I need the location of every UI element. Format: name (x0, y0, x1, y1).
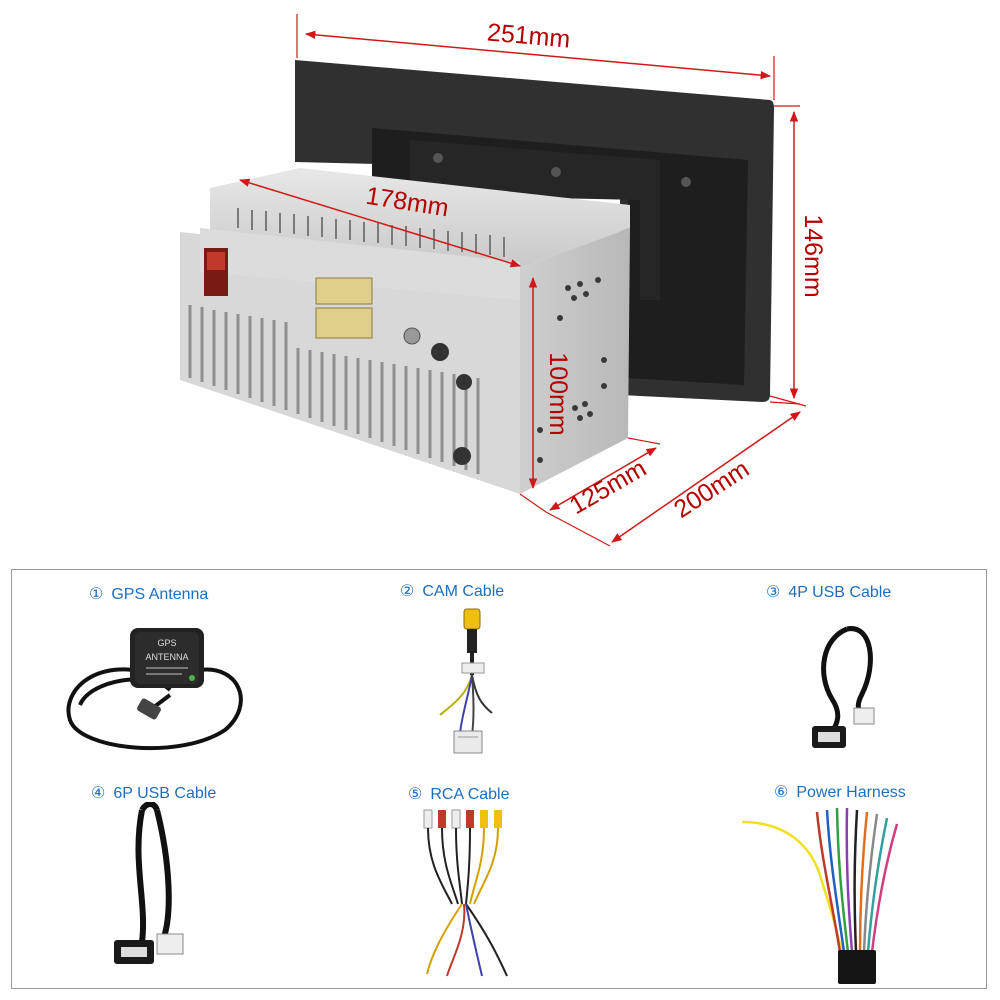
chassis-box (180, 168, 630, 494)
dimension-chassis-height: 100mm (528, 276, 572, 490)
dimension-screen-height: 146mm (769, 105, 827, 405)
gps-module-text-1: GPS (157, 638, 176, 648)
chassis-height-label: 100mm (544, 352, 572, 435)
usb-4p-cable-icon (812, 626, 875, 748)
cam-cable-icon (439, 608, 493, 754)
usb-6p-cable-icon (114, 802, 184, 964)
rca-cable-icon (423, 809, 508, 977)
total-depth-label: 200mm (669, 455, 754, 524)
screen-width-label: 251mm (486, 18, 571, 53)
power-harness-icon (742, 807, 899, 984)
gps-antenna-icon: GPS ANTENNA (66, 628, 243, 751)
product-dimension-diagram: 251mm 146mm 178mm 100mm 125mm 200mm (180, 14, 827, 547)
gps-module-text-2: ANTENNA (145, 652, 188, 662)
screen-height-label: 146mm (799, 214, 827, 297)
